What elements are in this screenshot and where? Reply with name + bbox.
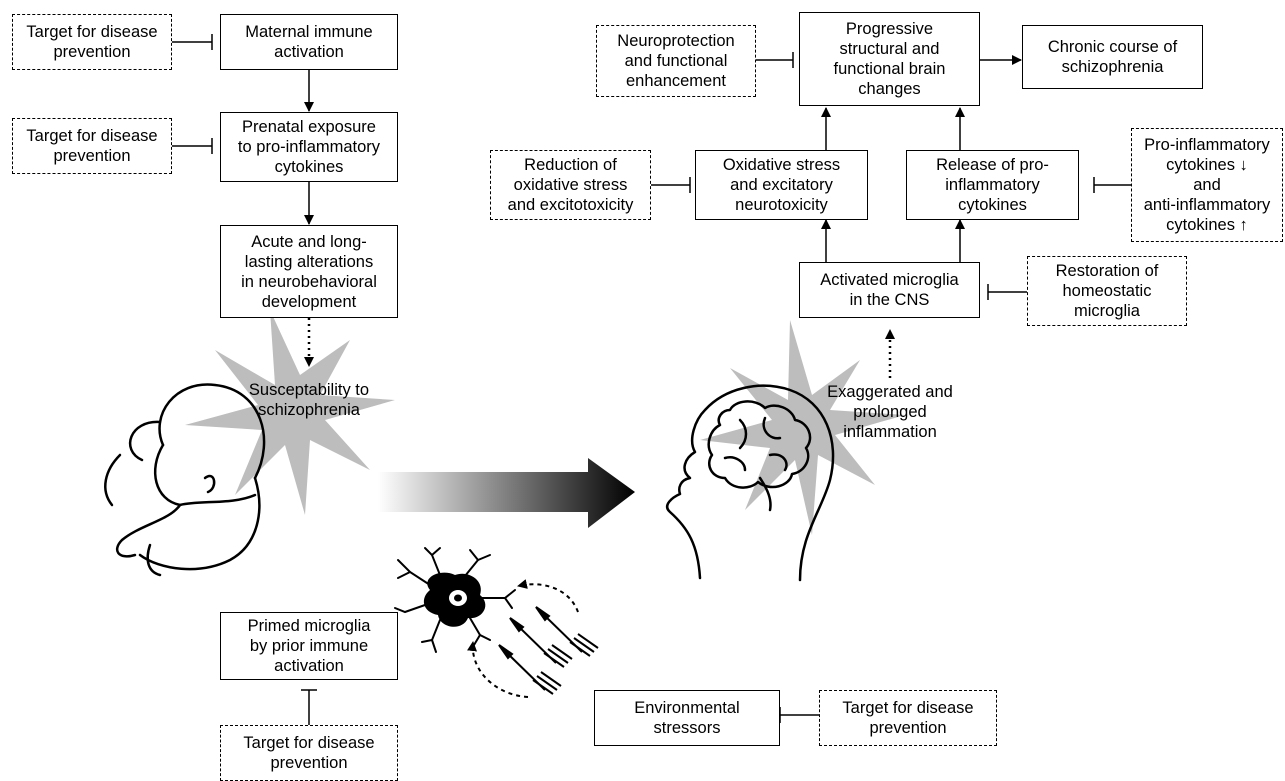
environmental-stressors-box: Environmental stressors — [594, 690, 780, 746]
target-prevention-box-2: Target for disease prevention — [12, 118, 172, 174]
prenatal-line-2: to pro-inflammatory — [237, 138, 381, 156]
restoration-line-1: Restoration of — [1055, 262, 1159, 280]
prenatal-line-1: Prenatal exposure — [242, 118, 376, 136]
cytokine-balance-target-box: Pro-inflammatory cytokines ↓ and anti-infla… — [1131, 128, 1283, 242]
restoration-line-3: microglia — [1073, 302, 1140, 320]
susceptibility-line-1: Susceptability to — [248, 381, 370, 399]
neuroprotection-line-2: and functional — [624, 52, 728, 70]
progression-arrow — [378, 458, 635, 528]
neuroprotection-box: Neuroprotection and functional enhancement — [596, 25, 756, 97]
target-2-line-2: prevention — [53, 147, 131, 165]
dashed-curve-arrow-lower — [467, 641, 529, 698]
environmental-line-2: stressors — [653, 719, 721, 737]
cytokine-line-1: Pro-inflammatory — [1144, 136, 1270, 154]
oxidative-line-3: neurotoxicity — [735, 196, 828, 214]
prenatal-line-3: cytokines — [274, 158, 344, 176]
target-3-line-2: prevention — [270, 754, 348, 772]
pathogen-arrow-icon-1 — [535, 606, 599, 657]
oxidative-stress-box: Oxidative stress and excitatory neurotoxic… — [695, 150, 868, 220]
susceptibility-label: Susceptability to schizophrenia — [220, 380, 398, 420]
release-line-1: Release of pro- — [936, 156, 1049, 174]
acute-line-3: in neurobehavioral — [241, 272, 377, 291]
progressive-line-4: changes — [858, 80, 921, 98]
pathogen-arrow-icon-3 — [498, 644, 562, 695]
prenatal-exposure-box: Prenatal exposure to pro-inflammatory cyto… — [220, 112, 398, 182]
target-3-line-1: Target for disease — [243, 734, 375, 752]
cytokine-line-3: and — [1193, 176, 1221, 194]
activated-microglia-box: Activated microglia in the CNS — [799, 262, 980, 318]
neuroprotection-line-3: enhancement — [626, 72, 726, 90]
exaggerated-line-1: Exaggerated and — [827, 383, 953, 401]
restoration-microglia-box: Restoration of homeostatic microglia — [1027, 256, 1187, 326]
chronic-course-box: Chronic course of schizophrenia — [1022, 25, 1203, 89]
progressive-line-3: functional brain — [833, 60, 946, 78]
starburst-icon-right — [700, 320, 905, 535]
maternal-line-2: activation — [274, 43, 344, 61]
target-4-line-2: prevention — [869, 719, 947, 737]
target-4-line-1: Target for disease — [842, 699, 974, 717]
target-prevention-box-1: Target for disease prevention — [12, 14, 172, 70]
reduction-line-1: Reduction of — [524, 156, 617, 174]
fetus-icon — [104, 383, 266, 577]
target-1-line-2: prevention — [53, 43, 131, 61]
progressive-line-2: structural and — [839, 40, 940, 58]
progressive-brain-changes-box: Progressive structural and functional brai… — [799, 12, 980, 106]
exaggerated-line-3: inflammation — [843, 423, 937, 441]
target-1-line-1: Target for disease — [26, 23, 158, 41]
exaggerated-line-2: prolonged — [853, 403, 927, 421]
primed-line-3: activation — [274, 657, 344, 675]
reduction-oxidative-box: Reduction of oxidative stress and excitoto… — [490, 150, 651, 220]
acute-line-2: lasting alterations — [244, 252, 374, 271]
cytokine-line-2: cytokines ↓ — [1166, 156, 1248, 174]
target-prevention-box-4: Target for disease prevention — [819, 690, 997, 746]
primed-line-2: by prior immune — [249, 637, 369, 655]
maternal-immune-activation-box: Maternal immune activation — [220, 14, 398, 70]
progressive-line-1: Progressive — [845, 20, 934, 38]
primed-microglia-box: Primed microglia by prior immune activatio… — [220, 612, 398, 680]
reduction-line-3: and excitotoxicity — [507, 196, 634, 214]
release-cytokines-box: Release of pro-inflammatory cytokines — [906, 150, 1079, 220]
target-prevention-box-3: Target for disease prevention — [220, 725, 398, 781]
starburst-icon-left — [185, 310, 395, 515]
activated-line-1: Activated microglia — [820, 271, 959, 289]
maternal-line-1: Maternal immune — [245, 23, 373, 41]
oxidative-line-1: Oxidative stress — [722, 156, 841, 174]
primed-line-1: Primed microglia — [247, 617, 371, 635]
microglia-cell-icon — [394, 547, 516, 653]
chronic-line-2: schizophrenia — [1061, 58, 1164, 76]
dashed-curve-arrow-upper — [517, 579, 579, 613]
restoration-line-2: homeostatic — [1062, 282, 1152, 300]
acute-line-4: development — [261, 292, 357, 311]
release-line-3: cytokines — [958, 196, 1027, 214]
acute-line-1: Acute and long- — [251, 232, 367, 251]
brain-head-icon — [665, 384, 835, 582]
target-2-line-1: Target for disease — [26, 127, 158, 145]
reduction-line-2: oxidative stress — [513, 176, 628, 194]
cytokine-line-5: cytokines ↑ — [1166, 216, 1248, 234]
chronic-line-1: Chronic course of — [1047, 38, 1178, 56]
cytokine-line-4: anti-inflammatory — [1143, 196, 1271, 214]
oxidative-line-2: and excitatory — [730, 176, 833, 194]
environmental-line-1: Environmental — [634, 699, 740, 717]
release-line-2: inflammatory — [945, 176, 1040, 194]
exaggerated-inflammation-label: Exaggerated and prolonged inflammation — [800, 382, 980, 442]
activated-line-2: in the CNS — [849, 291, 930, 309]
neuroprotection-line-1: Neuroprotection — [617, 32, 735, 50]
susceptibility-line-2: schizophrenia — [258, 401, 360, 419]
pathogen-arrow-icon-2 — [509, 617, 573, 668]
